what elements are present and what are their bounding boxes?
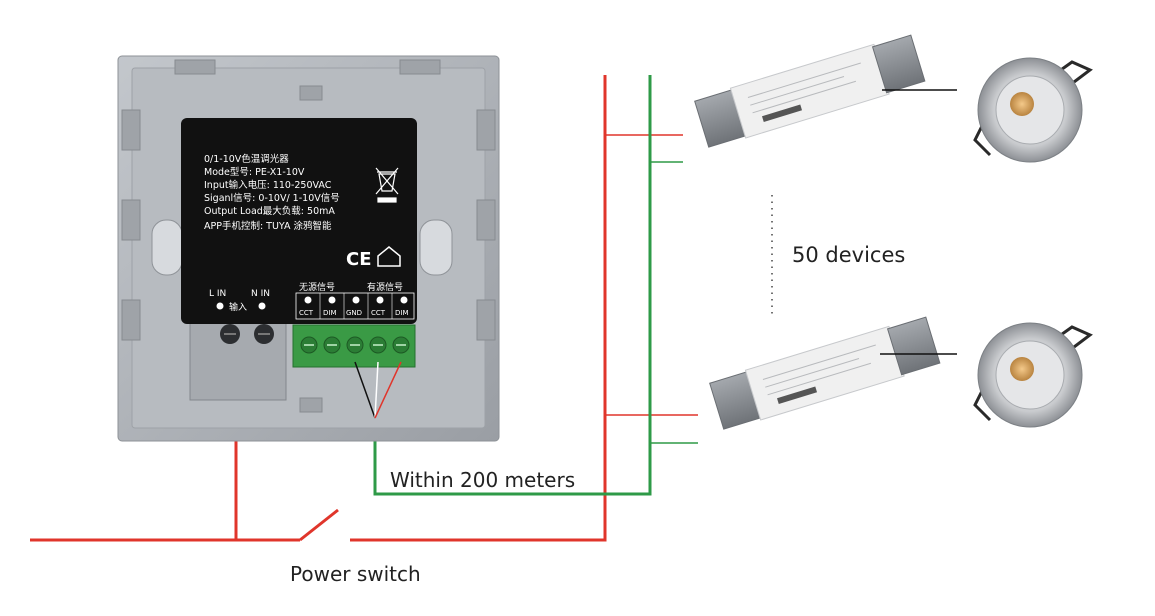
weee-bin-icon [375,167,399,203]
home-icon [377,246,401,267]
led-driver-bottom [709,316,941,430]
green-signal-wires [373,75,652,496]
downlight-top [973,57,1093,163]
terminal-dim-1: DIM [323,309,337,317]
led-driver-top [694,34,926,148]
input-label: 输入 [229,301,247,313]
label-line-3: Input输入电压: 110-250VAC [204,179,332,191]
terminal-cct-2: CCT [371,309,386,317]
green-branch-wires [650,161,698,444]
label-line-1: 0/1-10V色温调光器 [204,153,289,165]
label-line-6: APP手机控制: TUYA 涂鸦智能 [204,220,332,232]
terminal-dim-2: DIM [395,309,409,317]
devices-count-label: 50 devices [792,243,905,267]
n-in-label: N IN [251,289,270,299]
power-switch-lever [299,508,339,542]
label-line-2: Mode型号: PE-X1-10V [204,167,305,178]
label-line-5: Output Load最大负载: 50mA [204,205,335,217]
power-switch-label: Power switch [290,562,421,586]
passive-signal-label: 无源信号 [299,281,335,293]
distance-label: Within 200 meters [390,468,575,492]
signal-leads [354,361,402,419]
red-live-wires [30,75,607,542]
label-line-4: Siganl信号: 0-10V/ 1-10V信号 [204,192,340,204]
label-plate: 0/1-10V色温调光器 Mode型号: PE-X1-10V Input输入电压… [181,118,417,324]
terminal-gnd: GND [346,309,362,317]
active-signal-label: 有源信号 [367,281,403,293]
lamp-connectors [880,89,957,355]
downlight-bottom [973,322,1093,428]
ce-mark: CE [346,249,372,270]
l-in-label: L IN [209,289,226,299]
signal-terminal-block [292,324,416,368]
terminal-cct-1: CCT [299,309,314,317]
